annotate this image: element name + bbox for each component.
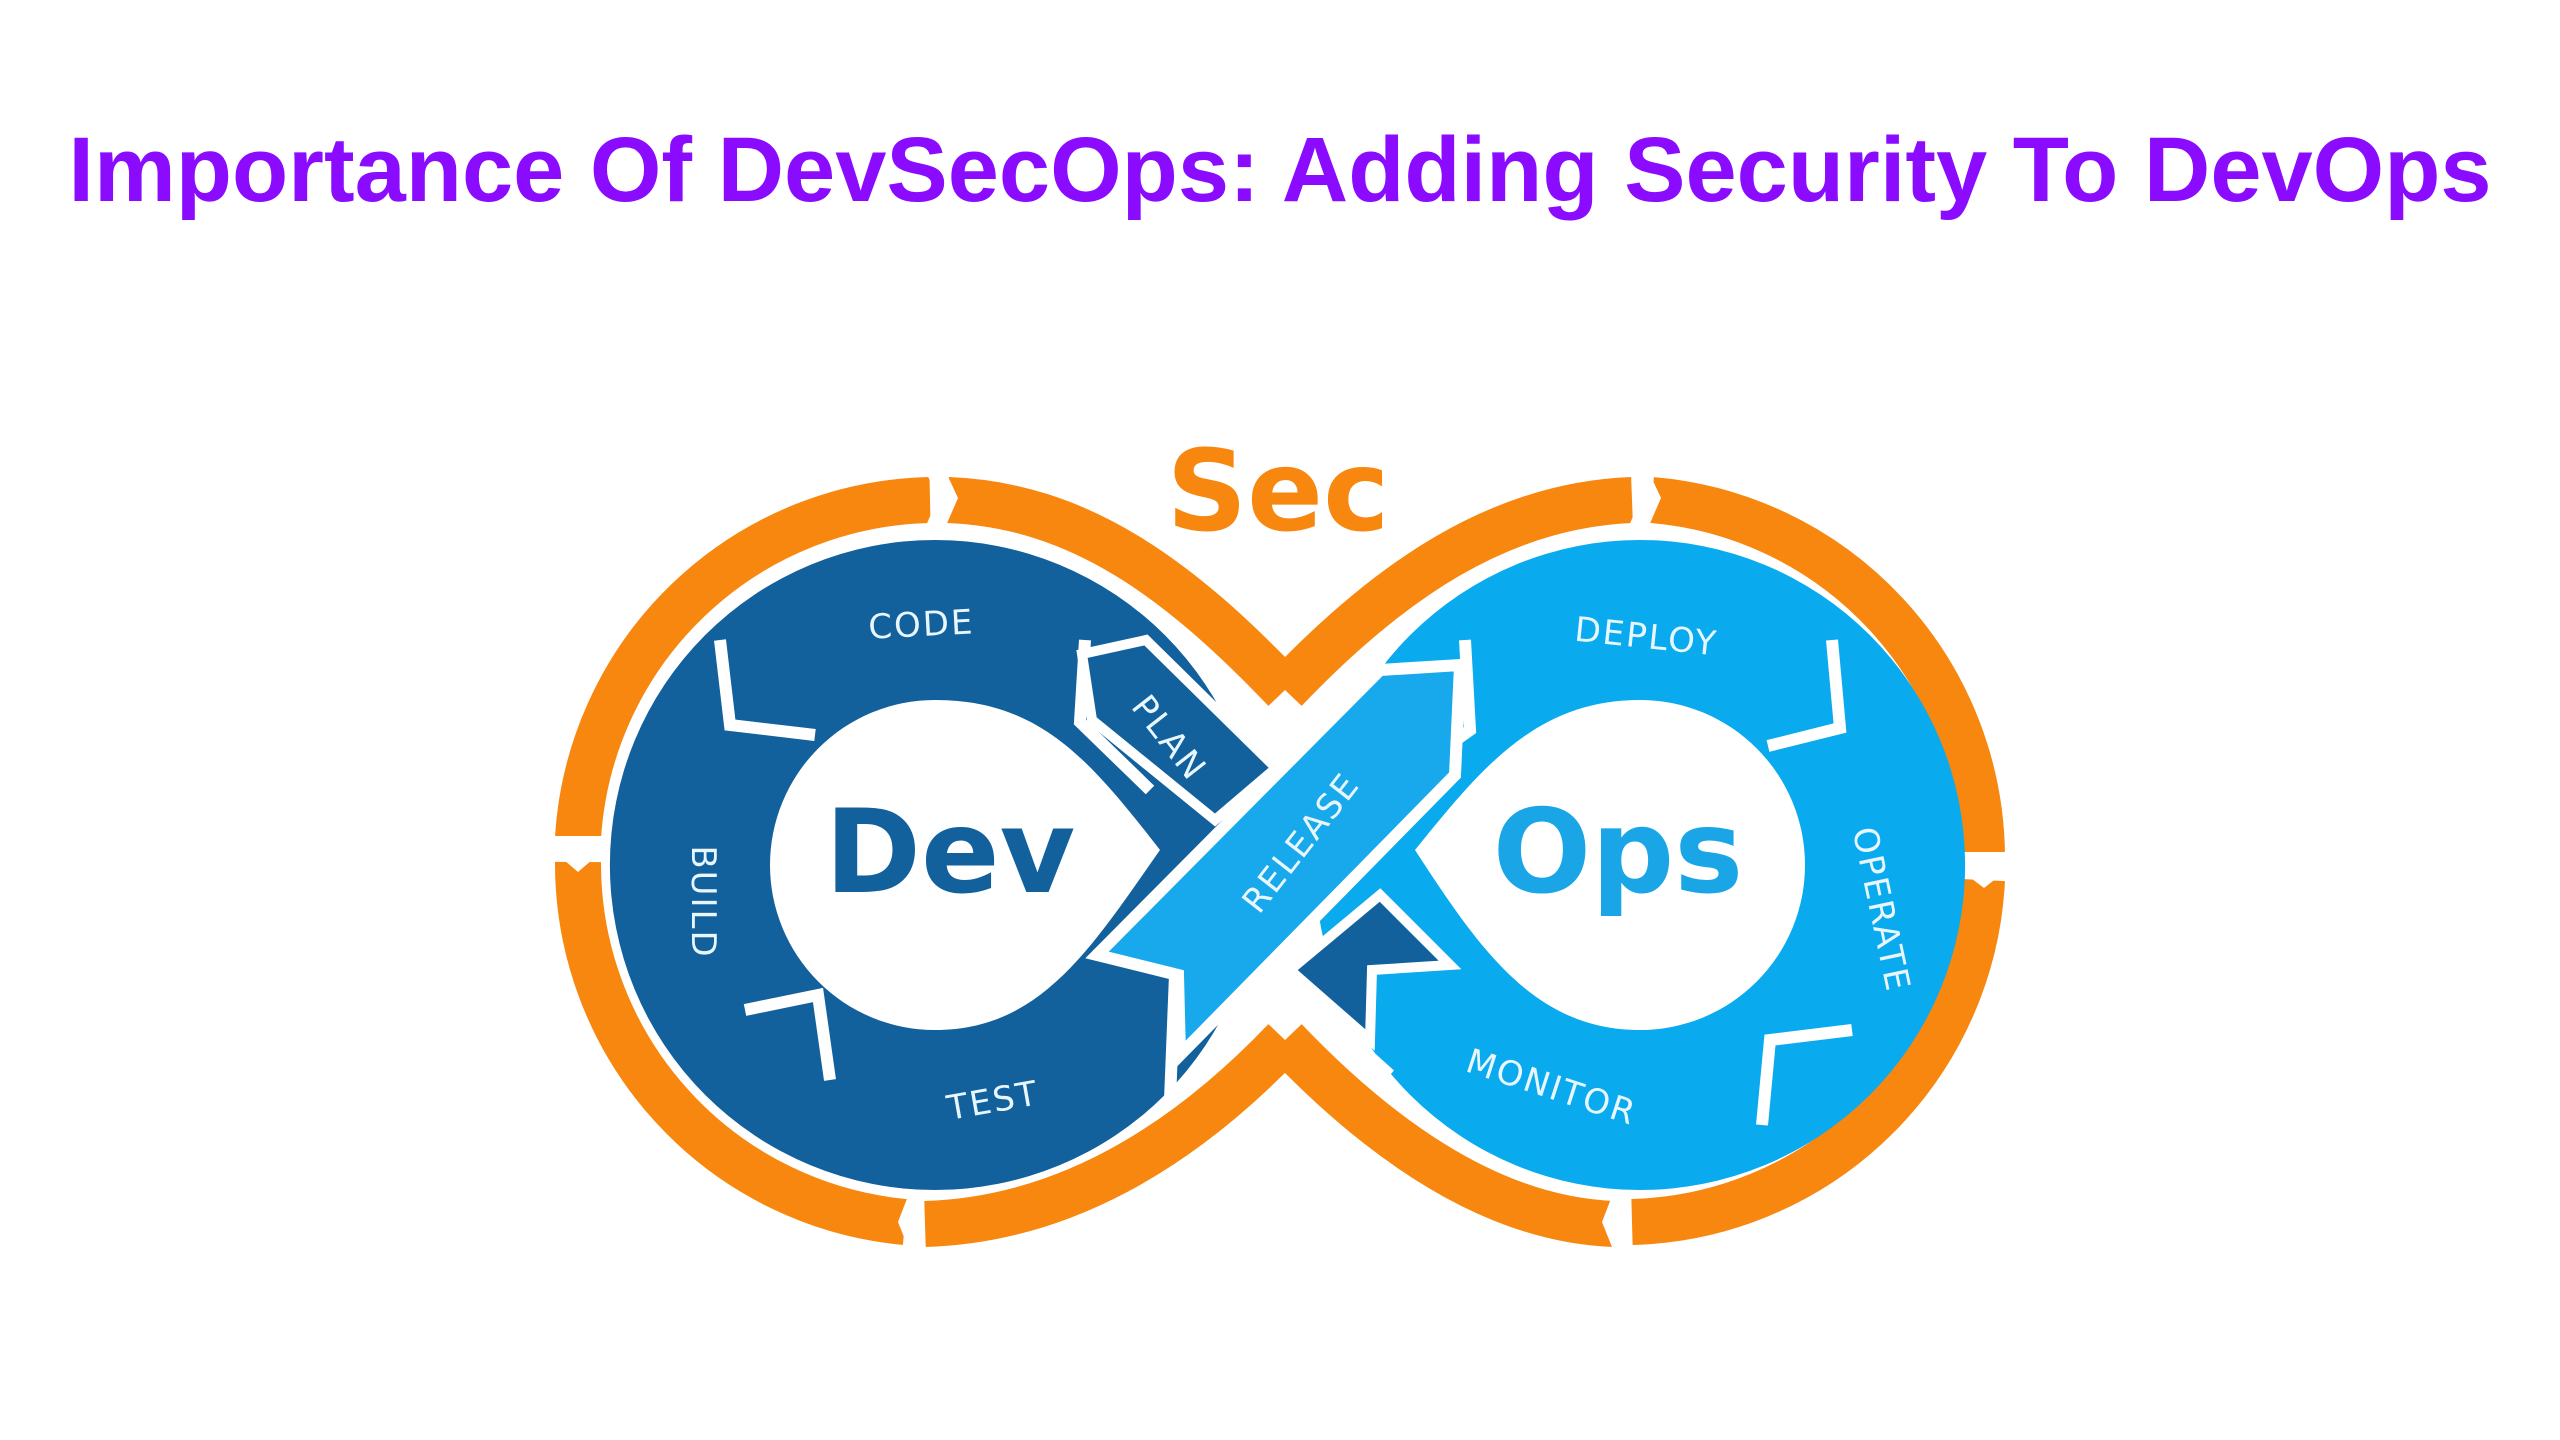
page-title: Importance Of DevSecOps: Adding Security… [68, 119, 2492, 221]
ring-notches [550, 470, 2012, 1252]
stage-build: BUILD [683, 845, 723, 958]
ops-loop [1314, 540, 1966, 1190]
plan-block [1076, 634, 1284, 827]
sec-orange-ring [554, 477, 2005, 1247]
dev-label: Dev [825, 785, 1076, 920]
release-band [1085, 658, 1467, 1070]
ops-label: Ops [1493, 785, 1744, 920]
dev-connector-block [1282, 888, 1462, 1051]
stage-code: CODE [867, 602, 975, 648]
sec-label: Sec [1166, 427, 1389, 557]
